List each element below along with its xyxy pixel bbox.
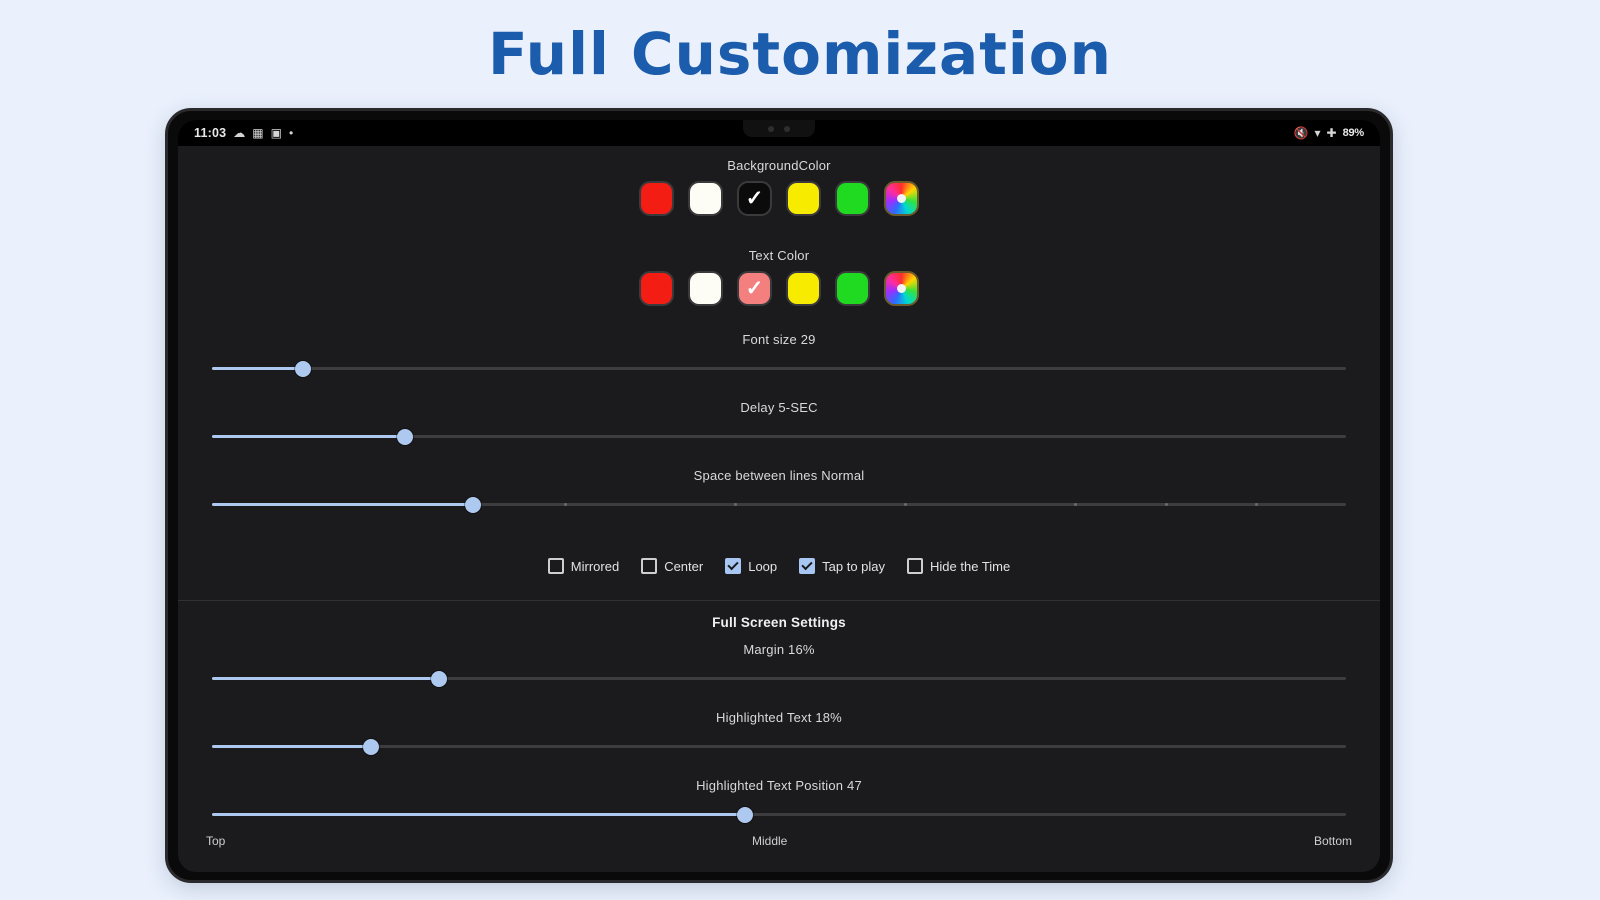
font-size-section: Font size 29 [178, 332, 1380, 382]
swatch-text-yellow[interactable] [786, 271, 821, 306]
checkbox-label-mirrored: Mirrored [570, 558, 620, 574]
checkbox-box-loop[interactable] [725, 558, 742, 574]
check-icon: ✓ [745, 277, 764, 300]
swatch-bg-green[interactable] [835, 181, 870, 216]
swatch-text-red[interactable] [639, 271, 674, 306]
check-icon: ✓ [745, 187, 764, 210]
swatch-bg-yellow[interactable] [786, 181, 821, 216]
highlighted-text-label: Highlighted Text 18% [716, 710, 842, 725]
space-between-lines-slider[interactable] [212, 492, 1346, 518]
slider-track [212, 745, 1346, 748]
delay-label: Delay 5-SEC [740, 400, 818, 415]
space-between-lines-label: Space between lines Normal [693, 468, 865, 483]
text-color-section: Text Color ✓ [178, 248, 1380, 306]
settings-content: BackgroundColor ✓ Text Color [178, 146, 1380, 872]
position-label-bottom: Bottom [1313, 834, 1352, 848]
space-between-lines-section: Space between lines Normal [178, 468, 1380, 518]
slider-thumb[interactable] [736, 807, 753, 823]
dot-icon: • [288, 126, 294, 140]
status-bar-left: 11:03 ☁ ▦ ▣ • [194, 126, 293, 140]
status-bar-right: 🔇 ▾ ✚ 89% [1293, 126, 1365, 140]
swatch-bg-white[interactable] [688, 181, 723, 216]
slider-track [212, 503, 1346, 506]
battery-label: 89% [1342, 127, 1365, 139]
position-scale-labels: Top Middle Bottom [206, 834, 1352, 848]
slider-thumb[interactable] [430, 671, 447, 687]
highlighted-text-position-section: Highlighted Text Position 47 Top Middle … [178, 778, 1380, 848]
checkbox-label-tap-to-play: Tap to play [822, 558, 886, 574]
checkbox-label-hide-the-time: Hide the Time [930, 558, 1011, 574]
swatch-text-custom-wheel[interactable] [884, 271, 919, 306]
text-color-label: Text Color [748, 248, 810, 263]
highlighted-text-section: Highlighted Text 18% [178, 710, 1380, 760]
app-icon: ▣ [270, 126, 282, 140]
highlighted-text-slider[interactable] [212, 734, 1346, 760]
slider-ticks [212, 503, 1346, 506]
position-label-middle: Middle [751, 834, 788, 848]
checkbox-box-hide-the-time[interactable] [907, 558, 924, 574]
checkbox-item-tap-to-play[interactable]: Tap to play [799, 558, 885, 574]
margin-slider[interactable] [212, 666, 1346, 692]
slider-thumb[interactable] [464, 497, 481, 513]
status-bar: 11:03 ☁ ▦ ▣ • 🔇 ▾ ✚ 89% [178, 120, 1380, 146]
font-size-slider[interactable] [212, 356, 1346, 382]
location-icon: ✚ [1326, 126, 1337, 140]
background-color-section: BackgroundColor ✓ [178, 158, 1380, 216]
swatch-bg-red[interactable] [639, 181, 674, 216]
status-clock: 11:03 [194, 126, 227, 140]
text-color-swatches: ✓ [178, 271, 1380, 306]
swatch-text-green[interactable] [835, 271, 870, 306]
slider-thumb[interactable] [294, 361, 311, 377]
checkbox-label-loop: Loop [748, 558, 778, 574]
position-label-top: Top [206, 834, 226, 848]
swatch-text-white[interactable] [688, 271, 723, 306]
swatch-bg-custom-wheel[interactable] [884, 181, 919, 216]
checkbox-item-hide-the-time[interactable]: Hide the Time [907, 558, 1010, 574]
slider-thumb[interactable] [396, 429, 413, 445]
highlighted-text-position-label: Highlighted Text Position 47 [696, 778, 862, 793]
slider-fill [212, 745, 371, 748]
slider-track [212, 435, 1346, 438]
margin-label: Margin 16% [743, 642, 815, 657]
fullscreen-settings-heading: Full Screen Settings [712, 615, 846, 630]
tablet-screen: 11:03 ☁ ▦ ▣ • 🔇 ▾ ✚ 89% BackgroundColor [178, 120, 1380, 872]
delay-slider[interactable] [212, 424, 1346, 450]
swatch-text-salmon[interactable]: ✓ [737, 271, 772, 306]
slider-track [212, 367, 1346, 370]
section-divider [178, 600, 1380, 601]
checkbox-box-tap-to-play[interactable] [799, 558, 816, 574]
tablet-device-frame: 11:03 ☁ ▦ ▣ • 🔇 ▾ ✚ 89% BackgroundColor [165, 108, 1393, 883]
slider-fill [212, 367, 303, 370]
checkbox-label-center: Center [664, 558, 704, 574]
cloud-icon: ☁ [233, 126, 246, 140]
camera-notch [743, 120, 815, 137]
background-color-label: BackgroundColor [727, 158, 831, 173]
mute-icon: 🔇 [1293, 126, 1309, 140]
options-checkbox-row: Mirrored Center Loop Tap to play [178, 558, 1380, 574]
checkbox-item-center[interactable]: Center [641, 558, 703, 574]
slider-track [212, 813, 1346, 816]
background-color-swatches: ✓ [178, 181, 1380, 216]
page-title: Full Customization [488, 20, 1112, 88]
slider-thumb[interactable] [362, 739, 379, 755]
photos-icon: ▦ [252, 126, 264, 140]
slider-fill [212, 813, 745, 816]
wifi-icon: ▾ [1314, 126, 1321, 140]
slider-track [212, 677, 1346, 680]
checkbox-box-mirrored[interactable] [547, 558, 564, 574]
checkbox-item-loop[interactable]: Loop [725, 558, 777, 574]
highlighted-text-position-slider[interactable] [212, 802, 1346, 828]
slider-fill [212, 677, 439, 680]
font-size-label: Font size 29 [742, 332, 816, 347]
checkbox-item-mirrored[interactable]: Mirrored [547, 558, 620, 574]
slider-fill [212, 435, 405, 438]
margin-section: Margin 16% [178, 642, 1380, 692]
slider-fill [212, 503, 473, 506]
delay-section: Delay 5-SEC [178, 400, 1380, 450]
fullscreen-settings-section: Full Screen Settings [178, 615, 1380, 630]
checkbox-box-center[interactable] [641, 558, 658, 574]
swatch-bg-black[interactable]: ✓ [737, 181, 772, 216]
